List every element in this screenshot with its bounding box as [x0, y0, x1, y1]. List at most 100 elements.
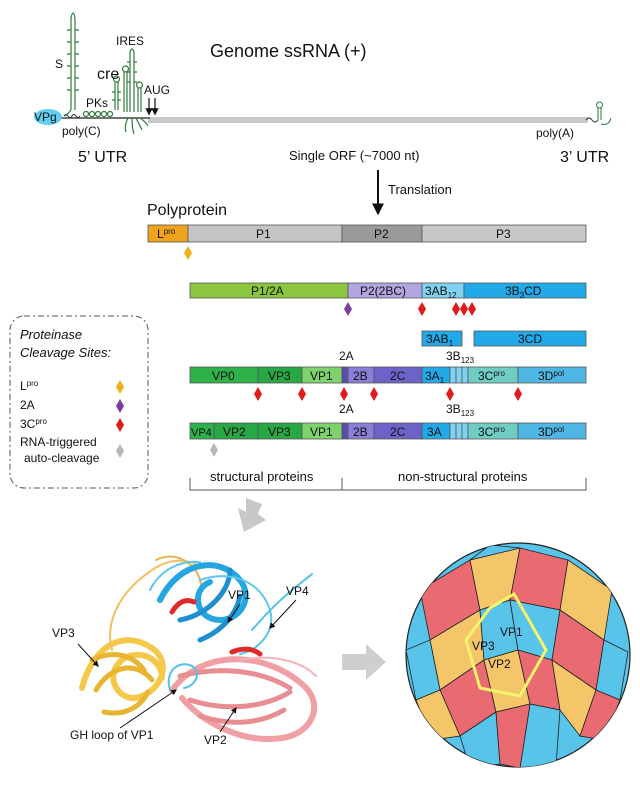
seg-3ab12-label: 3AB12	[425, 284, 457, 300]
legend: Proteinase Cleavage Sites: Lpro 2A 3Cpro…	[9, 315, 149, 489]
diamond-3c-row4-3	[340, 387, 348, 401]
diamond-3c-row4-6	[514, 387, 522, 401]
seg-p1-label: P1	[256, 227, 271, 241]
protein-groups: structural proteins non-structural prote…	[189, 469, 587, 491]
seg-p12a-label: P1/2A	[251, 284, 284, 298]
seg-3cd-label: 3CD	[518, 332, 542, 346]
protomer-gh-label: GH loop of VP1	[70, 728, 154, 742]
diamond-lpro-cleavage	[184, 246, 192, 260]
legend-3c: 3Cpro	[20, 417, 47, 431]
seg-p2-label: P2	[374, 227, 389, 241]
seg-3b-2	[455, 366, 463, 384]
nonstructural-bracket	[342, 478, 587, 491]
diamond-2a-cleavage	[344, 302, 352, 316]
seg-2a-r5	[341, 422, 349, 440]
legend-box	[9, 315, 149, 489]
vpg-label: VPg	[34, 110, 57, 124]
seg-3b-r5-1	[449, 422, 457, 440]
seg-vp3-r5-label: VP3	[268, 425, 291, 439]
protomer-vp1-arrow	[227, 603, 241, 623]
seg-3ab1	[421, 330, 463, 347]
row-2: P1/2A P2(2BC) 3AB12 3B3CD	[189, 282, 587, 316]
seg-3dpol-label: 3Dpol	[538, 369, 564, 383]
row-5: 2A 3B123 VP4 VP2 VP3 VP1 2B 2C 3A 3Cpro …	[189, 402, 587, 457]
polya-tail	[585, 117, 599, 123]
seg-2c-label: 2C	[390, 369, 406, 383]
seg-2b-label: 2B	[353, 369, 368, 383]
legend-diamond-3c	[116, 418, 124, 432]
legend-rna-1: RNA-triggered	[20, 435, 97, 449]
seg-3dpol-r5-label: 3Dpol	[538, 425, 564, 439]
seg-vp0-label: VP0	[212, 369, 235, 383]
s-label: S	[55, 57, 63, 71]
seg-p3-label: P3	[496, 227, 511, 241]
legend-title-1: Proteinase	[20, 327, 82, 342]
protomer-ribbon	[79, 555, 317, 742]
seg-3dpol-r5	[517, 422, 587, 440]
seg-3b3cd	[463, 282, 587, 299]
legend-rna-2: auto-cleavage	[24, 451, 100, 465]
vpg-oval	[34, 109, 62, 125]
protomer-vp4-label: VP4	[286, 584, 309, 598]
right-arrow-to-capsid	[342, 644, 386, 680]
protomer-vp2-arrow	[219, 707, 237, 733]
row4-2a-label: 2A	[339, 349, 354, 363]
protomer-vp2-label: VP2	[204, 733, 227, 747]
polyprotein-section: Polyprotein Lpro P1 P2 P3	[147, 202, 587, 260]
utr3-label: 3’ UTR	[560, 149, 609, 166]
capsid-vp1-label: VP1	[500, 625, 523, 639]
seg-2b-r5-label: 2B	[353, 425, 368, 439]
diamond-3c-row2-d	[468, 302, 476, 316]
orf-label: Single ORF (~7000 nt)	[289, 148, 419, 163]
capsid-vp3-label: VP3	[472, 639, 495, 653]
protomer-vp3-label: VP3	[52, 626, 75, 640]
capsid-model	[405, 542, 631, 768]
diamond-3c-row4-5	[446, 387, 454, 401]
legend-lpro: Lpro	[20, 379, 39, 393]
diamond-3c-row4-1	[254, 387, 262, 401]
seg-3cpro-label: 3Cpro	[478, 369, 505, 383]
protomer-gh-arrow	[119, 689, 177, 729]
protomer-vp4-arrow	[269, 599, 297, 629]
diamond-3c-row4-2	[298, 387, 306, 401]
legend-title-2: Cleavage Sites:	[20, 345, 111, 360]
seg-vp1-r5-label: VP1	[310, 425, 333, 439]
cre-label: cre	[97, 66, 119, 83]
protomer-vp3-arrow	[77, 643, 99, 667]
down-arrow-to-protomer	[238, 498, 266, 532]
ssrna-line	[148, 117, 588, 123]
diamond-auto-cleavage	[210, 443, 218, 457]
nonstructural-label: non-structural proteins	[398, 469, 528, 484]
seg-vp1-label: VP1	[310, 369, 333, 383]
seg-3a-r5-label: 3A	[427, 425, 442, 439]
capsid-vp2-label: VP2	[488, 657, 511, 671]
seg-3b-r5-2	[455, 422, 463, 440]
seg-3dpol	[517, 366, 587, 384]
row5-3b-label: 3B123	[446, 402, 475, 418]
utr5-label: 5’ UTR	[78, 149, 127, 166]
seg-3ab1-label: 3AB1	[426, 332, 454, 348]
row4-3b-label: 3B123	[446, 349, 475, 365]
seg-vp2-label: VP2	[223, 425, 246, 439]
seg-2a	[341, 366, 349, 384]
seg-p22bc-label: P2(2BC)	[360, 284, 406, 298]
ires-structure	[121, 48, 149, 135]
seg-vp4-label: VP4	[191, 427, 212, 439]
seg-3b-1	[449, 366, 457, 384]
seg-3b-3	[461, 366, 469, 384]
legend-diamond-auto	[116, 444, 124, 458]
row-3: 3AB1 3CD	[421, 330, 587, 348]
seg-vp3-label: VP3	[268, 369, 291, 383]
structural-label: structural proteins	[210, 469, 314, 484]
seg-3a1-label: 3A1	[425, 369, 445, 385]
polya-label: poly(A)	[536, 126, 574, 140]
seg-3cpro-r5-label: 3Cpro	[478, 425, 505, 439]
diamond-3c-row2-b	[452, 302, 460, 316]
seg-p3	[421, 224, 587, 243]
seg-2c-r5-label: 2C	[390, 425, 406, 439]
structural-bracket	[189, 478, 343, 491]
s-stem-loop	[64, 12, 79, 117]
diamond-3c-row4-4	[370, 387, 378, 401]
diamond-3c-row2-a	[418, 302, 426, 316]
polyprotein-title: Polyprotein	[147, 202, 227, 219]
